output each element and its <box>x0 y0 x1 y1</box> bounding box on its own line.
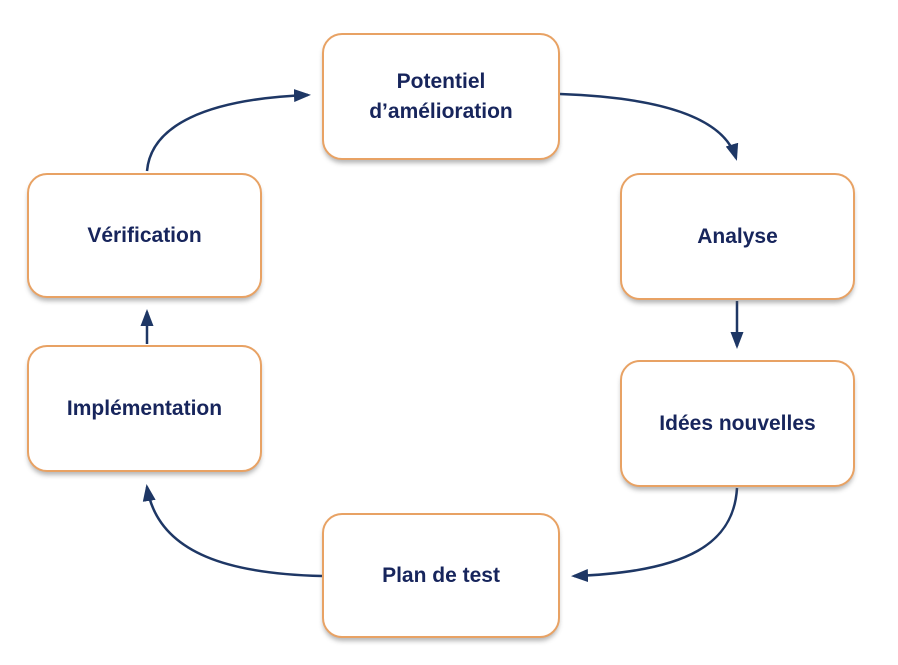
arrow-idees-to-plan-icon <box>571 487 739 583</box>
node-potentiel-damelioration: Potentiel d’amélioration <box>322 33 560 160</box>
node-label: Potentiel d’amélioration <box>369 70 513 123</box>
node-verification: Vérification <box>27 173 262 298</box>
node-analyse: Analyse <box>620 173 855 300</box>
arrow-potentiel-to-analyse-icon <box>559 92 739 161</box>
node-label: Idées nouvelles <box>659 411 816 435</box>
node-implementation: Implémentation <box>27 345 262 472</box>
node-label: Vérification <box>87 223 202 247</box>
arrow-plan-to-implementation-icon <box>142 484 323 578</box>
node-idees-nouvelles: Idées nouvelles <box>620 360 855 487</box>
node-label: Analyse <box>697 224 778 248</box>
node-label: Plan de test <box>382 563 500 587</box>
arrow-verification-to-potentiel-icon <box>145 89 311 172</box>
node-label: Implémentation <box>66 396 223 420</box>
node-plan-de-test: Plan de test <box>322 513 560 638</box>
